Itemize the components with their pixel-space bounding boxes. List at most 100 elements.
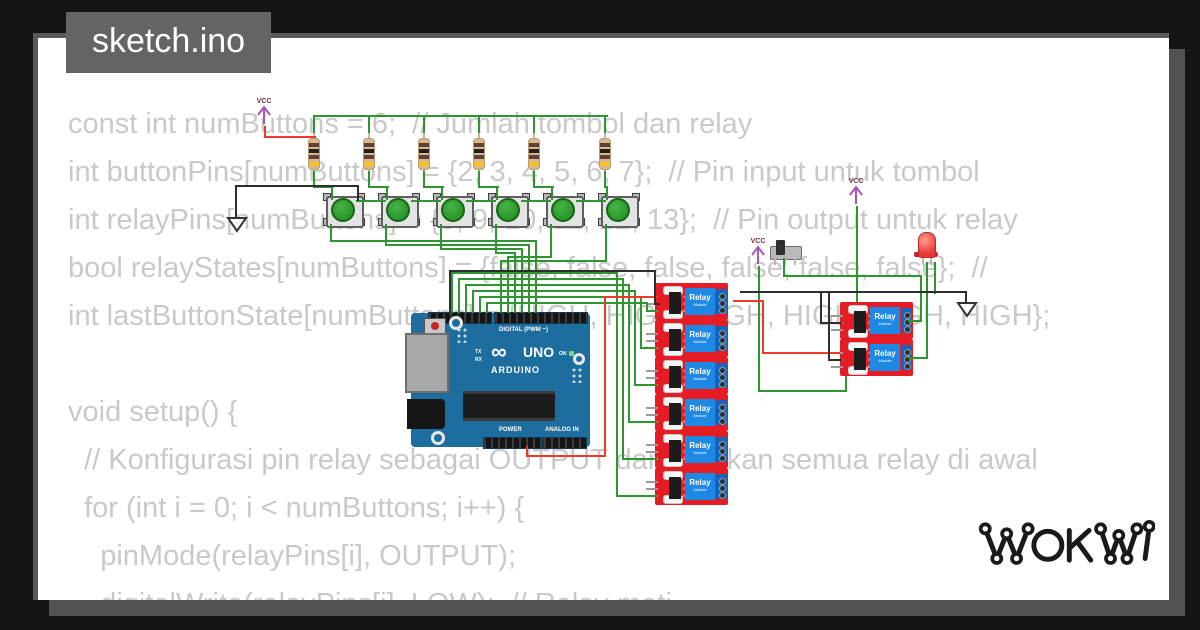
- resistor-band: [600, 143, 610, 147]
- relay-terminal-block: [901, 345, 912, 370]
- pushbutton-cap[interactable]: [386, 198, 410, 222]
- terminal-screw: [719, 381, 726, 388]
- wire: [449, 270, 451, 315]
- slide-switch[interactable]: [770, 240, 802, 265]
- wire: [507, 256, 552, 258]
- resistor[interactable]: [418, 138, 430, 170]
- terminal-screw: [904, 319, 911, 326]
- wire: [550, 224, 552, 256]
- terminal-screw: [719, 448, 726, 455]
- code-line: pinMode(relayPins[i], OUTPUT);: [68, 540, 516, 572]
- wire: [331, 186, 333, 200]
- mounting-hole: [573, 353, 585, 365]
- resistor-band: [309, 162, 319, 166]
- wire: [495, 224, 497, 252]
- relay-subtitle: Module: [693, 376, 707, 381]
- relay-module[interactable]: VCCGNDINRelayModule: [831, 339, 913, 376]
- wire: [495, 252, 516, 254]
- terminal-screw: [719, 455, 726, 462]
- relay-module[interactable]: VCCGNDINRelayModule: [646, 320, 728, 357]
- wire: [368, 171, 370, 188]
- terminal-screw: [719, 300, 726, 307]
- terminal-screw: [719, 367, 726, 374]
- pushbutton-cap[interactable]: [331, 198, 355, 222]
- wire: [451, 272, 618, 274]
- relay-pin: [831, 315, 843, 317]
- pushbutton-cap[interactable]: [496, 198, 520, 222]
- atmega-chip: [463, 391, 555, 421]
- wire: [856, 206, 858, 302]
- resistor-lead: [478, 128, 480, 140]
- resistor-band: [419, 149, 429, 153]
- wire: [965, 291, 967, 303]
- relay-pin-header: [669, 403, 681, 425]
- wire: [235, 185, 359, 187]
- wire: [465, 284, 467, 313]
- relay-module[interactable]: VCCGNDINRelayModule: [646, 431, 728, 468]
- wire: [783, 258, 785, 277]
- led-leg: [922, 257, 924, 265]
- relay-module[interactable]: VCCGNDINRelayModule: [646, 283, 728, 320]
- resistor[interactable]: [473, 138, 485, 170]
- resistor[interactable]: [528, 138, 540, 170]
- resistor-band: [600, 155, 610, 159]
- reset-button-cap: [431, 322, 439, 330]
- pushbutton-cap[interactable]: [551, 198, 575, 222]
- arduino-uno-board[interactable]: DIGITAL (PWM ~) POWER ANALOG IN ∞ UNO AR…: [405, 312, 590, 449]
- wire: [385, 224, 387, 244]
- resistor[interactable]: [308, 138, 320, 170]
- relay-module[interactable]: VCCGNDINRelayModule: [646, 357, 728, 394]
- resistor[interactable]: [599, 138, 611, 170]
- resistor-lead: [313, 128, 315, 140]
- resistor-band: [474, 143, 484, 147]
- relay-title: Relay: [874, 312, 896, 321]
- resistor-band: [309, 149, 319, 153]
- vcc-symbol: VCC: [842, 178, 870, 205]
- red-led[interactable]: [914, 232, 944, 265]
- wire: [646, 302, 648, 312]
- wire: [441, 186, 443, 200]
- wire: [368, 115, 370, 133]
- resistor-band: [419, 155, 429, 159]
- wire: [479, 296, 481, 313]
- file-tab[interactable]: sketch.ino: [66, 12, 272, 73]
- relay-title: Relay: [689, 367, 711, 376]
- reset-button[interactable]: [424, 318, 446, 334]
- relay-module[interactable]: VCCGNDINRelayModule: [831, 302, 913, 339]
- wire: [640, 296, 642, 349]
- wire: [385, 244, 530, 246]
- wire: [606, 186, 608, 200]
- relay-module[interactable]: VCCGNDINRelayModule: [646, 468, 728, 505]
- wire: [622, 458, 657, 460]
- wire: [758, 390, 847, 392]
- relay-terminal-block: [716, 437, 727, 462]
- ground-symbol: [956, 301, 978, 319]
- wire: [449, 270, 656, 272]
- relay-pin: [646, 451, 658, 453]
- pushbutton-cap[interactable]: [441, 198, 465, 222]
- relay-pin-header: [669, 477, 681, 499]
- relay-terminal-block: [901, 308, 912, 333]
- resistor-band: [309, 143, 319, 147]
- relay-subtitle: Module: [878, 358, 892, 363]
- rx-label: RX: [475, 357, 482, 363]
- relay-terminal-block: [716, 326, 727, 351]
- resistor-band: [364, 149, 374, 153]
- wire: [616, 272, 618, 497]
- resistor[interactable]: [363, 138, 375, 170]
- wire: [533, 115, 535, 133]
- terminal-screw: [719, 492, 726, 499]
- wire: [551, 186, 553, 200]
- wire: [411, 200, 441, 202]
- relay-pin: [646, 481, 658, 483]
- wire: [628, 421, 657, 423]
- power-jack: [407, 399, 445, 429]
- relay-pin-header: [854, 311, 866, 333]
- digital-pwm-label: DIGITAL (PWM ~): [499, 327, 548, 333]
- pushbutton-cap[interactable]: [606, 198, 630, 222]
- vcc-arrow-icon: [751, 245, 765, 264]
- relay-module[interactable]: VCCGNDINRelayModule: [646, 394, 728, 431]
- switch-pin: [784, 258, 786, 265]
- wire: [330, 240, 537, 242]
